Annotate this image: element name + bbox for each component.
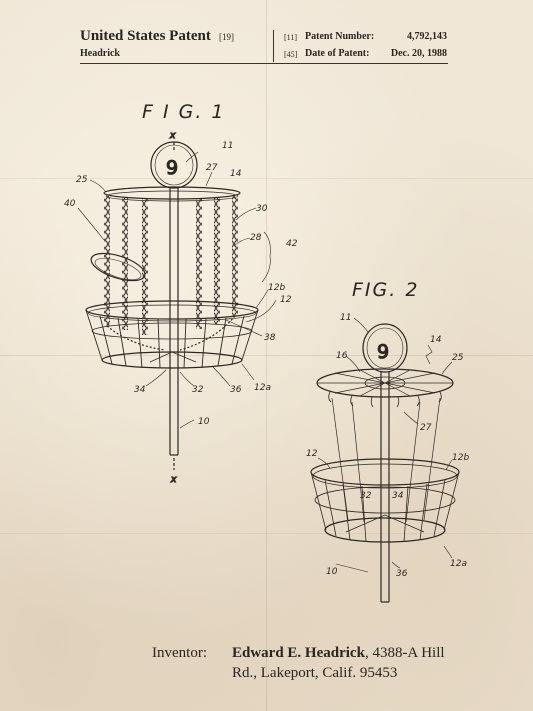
office-tag: [19] — [219, 32, 234, 42]
disc-number: 9 — [166, 157, 178, 179]
ref2-36: 36 — [396, 569, 408, 579]
ref-10: 10 — [198, 417, 210, 427]
figure-2-drawing: 9 — [310, 317, 460, 603]
ref2-25: 25 — [452, 353, 464, 363]
paper-crease — [0, 533, 533, 534]
figure-2-label: FIG. 2 — [352, 279, 420, 301]
ref-27: 27 — [206, 163, 218, 173]
ref-12b: 12b — [268, 283, 285, 293]
ref2-12a: 12a — [450, 559, 467, 569]
patent-office-title: United States Patent — [80, 28, 211, 44]
ref-12: 12 — [280, 295, 292, 305]
ref2-27: 27 — [420, 423, 432, 433]
ref-14: 14 — [230, 169, 242, 179]
header-rule — [80, 63, 448, 64]
ref-38: 38 — [264, 333, 276, 343]
inventor-label: Inventor: — [152, 645, 207, 661]
inventor-address-2: Rd., Lakeport, Calif. 95453 — [232, 665, 398, 681]
paper-crease — [0, 355, 533, 356]
ref2-10: 10 — [326, 567, 338, 577]
paper-crease — [0, 178, 533, 179]
ref-12a: 12a — [254, 383, 271, 393]
ref-30: 30 — [256, 204, 268, 214]
axis-marker-bottom: x — [170, 475, 177, 485]
ref-28: 28 — [250, 233, 262, 243]
inventor-surname: Headrick — [80, 48, 120, 59]
figure-2-reference-numbers: 11 14 16 25 27 12 12b 32 34 10 36 12a — [306, 313, 469, 579]
flying-disc — [90, 252, 146, 282]
ref-40: 40 — [64, 199, 76, 209]
disc-number-2: 9 — [377, 341, 389, 363]
ref2-14: 14 — [430, 335, 442, 345]
inventor-name: Edward E. Headrick — [232, 645, 365, 661]
ref2-12: 12 — [306, 449, 318, 459]
basket-bottom — [101, 351, 243, 369]
header-divider-vertical — [273, 30, 274, 62]
basket-rim-2 — [310, 458, 460, 486]
ref-36: 36 — [230, 385, 242, 395]
date-of-patent-value: Dec. 20, 1988 — [390, 48, 447, 59]
patent-number-label: Patent Number: — [305, 31, 375, 42]
number-disc — [150, 141, 198, 189]
axis-marker-top: x — [169, 131, 176, 141]
ref-32: 32 — [192, 385, 204, 395]
figure-1-drawing: x 9 x — [77, 130, 277, 486]
paper-crease — [266, 0, 267, 711]
figure-1-label: F I G. 1 — [142, 101, 226, 123]
date-tag: [45] — [284, 50, 298, 59]
ref2-32: 32 — [360, 491, 372, 501]
ref2-16: 16 — [336, 351, 348, 361]
basket-bottom-2 — [324, 517, 446, 543]
number-disc-2 — [362, 323, 408, 373]
ref-34: 34 — [134, 385, 146, 395]
ref2-11: 11 — [340, 313, 351, 323]
ref-11: 11 — [222, 141, 233, 151]
inventor-address-1: , 4388-A Hill — [364, 645, 445, 661]
inventor-line-1: Edward E. Headrick, 4388-A Hill — [232, 645, 445, 662]
ref-25: 25 — [76, 175, 88, 185]
ref2-12b: 12b — [452, 453, 469, 463]
ref2-34: 34 — [392, 491, 404, 501]
ref-42: 42 — [286, 239, 298, 249]
figure-1-reference-numbers: 11 14 25 27 30 40 28 42 12b 12 38 34 32 … — [64, 141, 298, 427]
patent-number-value: 4,792,143 — [407, 31, 447, 42]
date-of-patent-label: Date of Patent: — [305, 48, 370, 59]
number-tag: [11] — [284, 33, 298, 42]
